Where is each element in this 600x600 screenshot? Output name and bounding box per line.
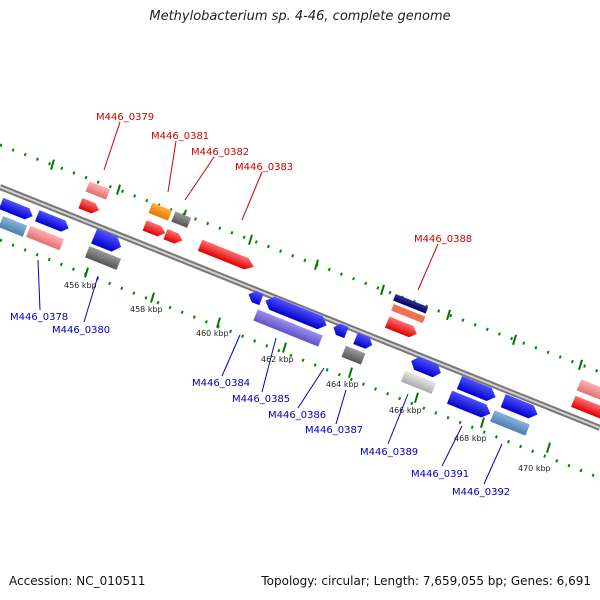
gene-feature-m446-0388-navy[interactable] <box>393 293 429 314</box>
gene-feature-m446-0389-blue[interactable] <box>409 355 444 380</box>
gene-feature-m446-0388[interactable] <box>384 316 419 339</box>
gene-feature-m446-0385-blue[interactable] <box>263 294 329 332</box>
leader-m446-0382 <box>184 156 215 201</box>
gene-feature-m446-0392[interactable] <box>490 410 530 436</box>
ring-tick <box>116 184 121 196</box>
gene-feature-m446-0384[interactable] <box>246 289 264 306</box>
ruler-label-468: 468 kbp <box>454 434 487 443</box>
gene-feature-m446-0383[interactable] <box>197 239 256 273</box>
gene-label-m446-0382[interactable]: M446_0382 <box>191 147 249 158</box>
leader-m446-0389 <box>387 393 409 445</box>
gene-feature-m446-0378-pink[interactable] <box>26 225 64 251</box>
ring-tick <box>150 292 155 303</box>
ring-tick <box>578 359 583 371</box>
ring-tick <box>216 317 221 328</box>
ruler-label-464: 464 kbp <box>326 380 359 389</box>
gene-label-m446-0387[interactable]: M446_0387 <box>305 425 363 436</box>
leader-m446-0392 <box>483 443 503 485</box>
leader-m446-0378 <box>37 259 41 311</box>
gene-feature-m446-0389[interactable] <box>400 370 437 394</box>
gene-feature-right-edge-pink[interactable] <box>576 379 600 402</box>
gene-feature-m446-0385[interactable] <box>253 309 323 347</box>
ring-tick <box>446 309 451 321</box>
ring-tick <box>546 442 551 453</box>
outer-dotted-ring <box>0 143 600 374</box>
gene-feature-m446-0379-pink[interactable] <box>85 181 111 200</box>
ring-tick <box>248 234 253 246</box>
inner-ring-ticks <box>84 267 551 453</box>
gene-feature-m446-0382[interactable] <box>163 229 184 246</box>
gene-label-m446-0383[interactable]: M446_0383 <box>235 162 293 173</box>
gene-feature-m446-0391[interactable] <box>446 390 493 420</box>
leader-m446-0391 <box>441 425 463 467</box>
ring-tick <box>380 284 385 296</box>
leader-m446-0388 <box>417 243 439 291</box>
gene-feature-m446-0378-steel[interactable] <box>0 215 28 237</box>
gene-feature-m446-0382-gray[interactable] <box>171 211 192 228</box>
map-title: Methylobacterium sp. 4-46, complete geno… <box>149 9 451 24</box>
ring-tick <box>512 334 517 346</box>
leader-m446-0384 <box>221 334 241 377</box>
gene-label-m446-0380[interactable]: M446_0380 <box>52 325 110 336</box>
ruler-label-456: 456 kbp <box>64 281 97 290</box>
footer-accession: Accession: NC_010511 <box>9 574 146 588</box>
gene-label-m446-0379[interactable]: M446_0379 <box>96 112 154 123</box>
gene-label-m446-0378[interactable]: M446_0378 <box>10 312 68 323</box>
gene-label-m446-0389[interactable]: M446_0389 <box>360 447 418 458</box>
ruler-label-462: 462 kbp <box>261 355 294 364</box>
ruler-label-458: 458 kbp <box>130 305 163 314</box>
gene-feature-m446-0391-blue[interactable] <box>456 376 498 404</box>
gene-label-m446-0386[interactable]: M446_0386 <box>268 410 326 421</box>
gene-label-m446-0392[interactable]: M446_0392 <box>452 487 510 498</box>
ruler-label-460: 460 kbp <box>196 329 229 338</box>
leader-m446-0386 <box>297 367 325 409</box>
leader-m446-0387 <box>335 389 347 425</box>
inner-dotted-ring <box>0 238 600 480</box>
gene-label-m446-0384[interactable]: M446_0384 <box>192 378 250 389</box>
gene-feature-m446-0386-blue[interactable] <box>331 322 349 339</box>
gene-label-m446-0385[interactable]: M446_0385 <box>232 394 290 405</box>
gene-feature-m446-0379[interactable] <box>78 198 101 216</box>
gene-feature-m446-0387[interactable] <box>341 345 366 365</box>
gene-feature-m446-0378-blue[interactable] <box>34 210 71 234</box>
ring-tick <box>84 267 89 278</box>
leader-m446-0385 <box>261 337 277 393</box>
ring-tick <box>414 392 419 403</box>
gene-feature-m446-0381[interactable] <box>148 202 173 221</box>
leader-m446-0383 <box>241 171 263 221</box>
ruler-label-470: 470 kbp <box>518 464 551 473</box>
gene-feature-m446-0378-upper[interactable] <box>0 197 35 222</box>
outer-ring-ticks <box>50 159 583 371</box>
gene-feature-m446-0392-blue[interactable] <box>500 394 541 421</box>
ring-tick <box>50 159 55 170</box>
gene-feature-m446-0380-blue[interactable] <box>91 228 124 255</box>
ring-tick <box>348 367 353 378</box>
ring-tick <box>314 259 319 271</box>
leader-m446-0381 <box>167 140 177 193</box>
ring-tick <box>480 417 485 428</box>
gene-label-m446-0391[interactable]: M446_0391 <box>411 469 469 480</box>
gene-feature-m446-0388-salmon[interactable] <box>391 303 426 324</box>
ring-tick <box>282 342 287 353</box>
footer-summary: Topology: circular; Length: 7,659,055 bp… <box>261 574 591 588</box>
leader-m446-0380 <box>83 275 99 323</box>
gene-feature-m446-0380[interactable] <box>84 246 122 270</box>
gene-label-m446-0388[interactable]: M446_0388 <box>414 234 472 245</box>
leader-m446-0379 <box>103 121 121 171</box>
gene-feature-right-edge-red[interactable] <box>571 395 600 421</box>
gene-feature-m446-0381-red[interactable] <box>142 220 168 238</box>
ruler-label-466: 466 kbp <box>389 406 422 415</box>
gene-label-m446-0381[interactable]: M446_0381 <box>151 131 209 142</box>
gene-feature-m446-0386-blue-2[interactable] <box>353 332 374 351</box>
